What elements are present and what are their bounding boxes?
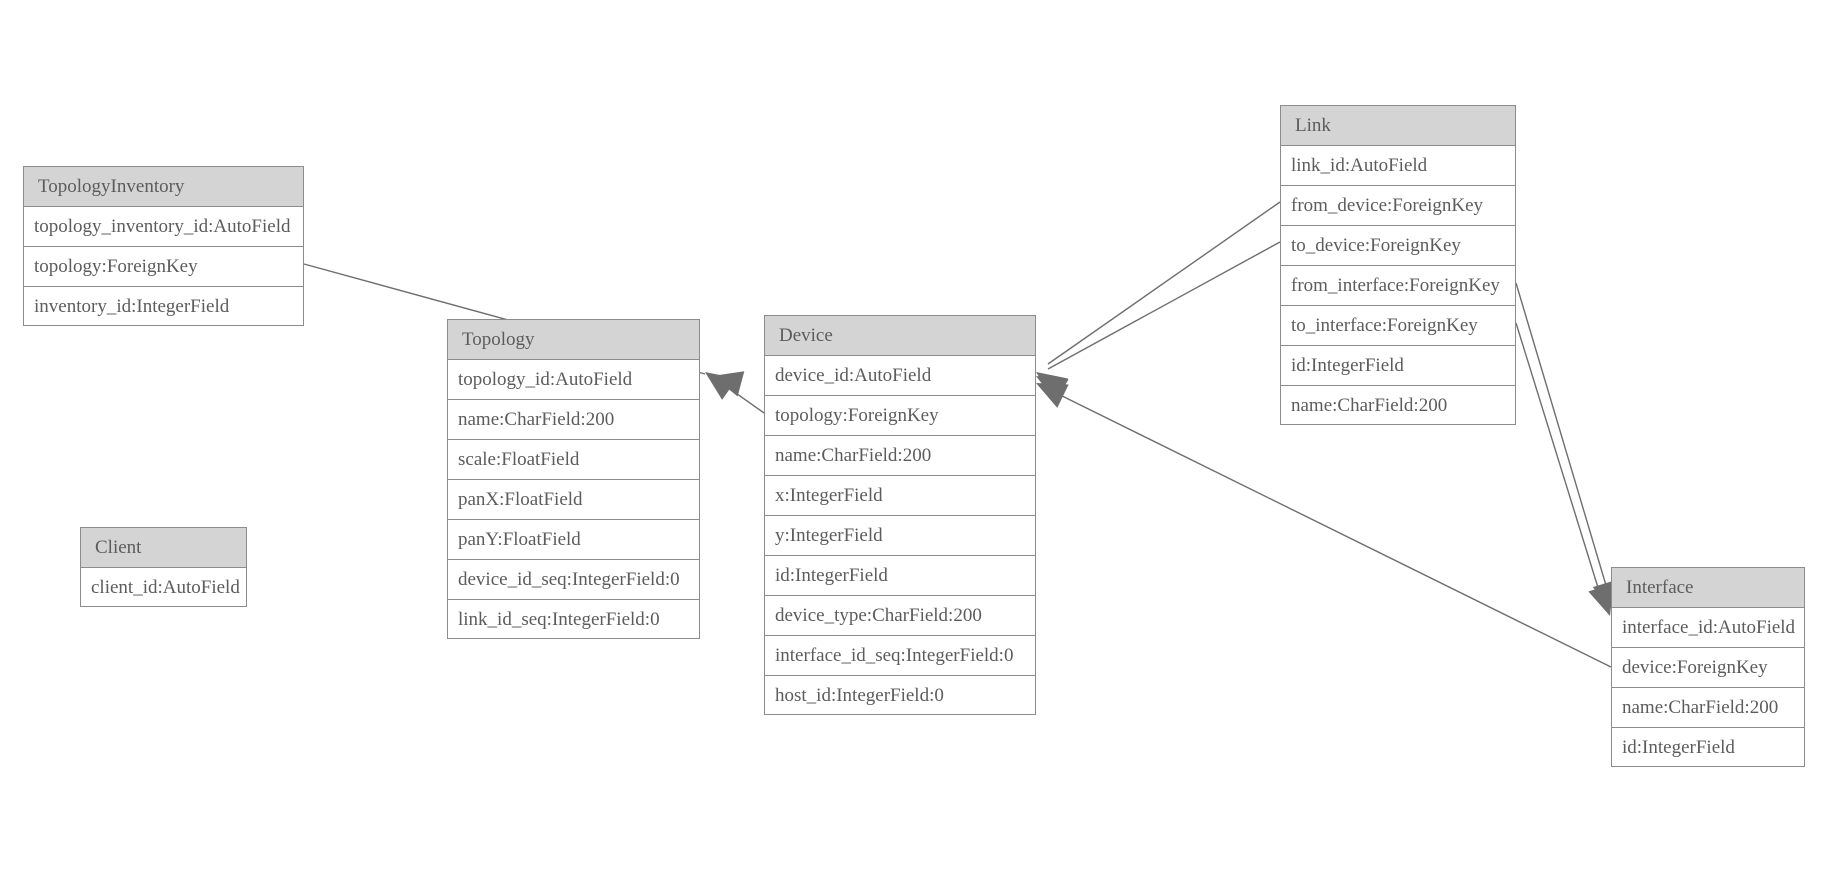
entity-field: device:ForeignKey [1612,648,1804,688]
entity-field: from_interface:ForeignKey [1281,266,1515,306]
relationship-line [715,378,765,414]
entity-field: link_id:AutoField [1281,146,1515,186]
entity-field: panY:FloatField [448,520,699,560]
entity-title-topology: Topology [448,320,699,360]
entity-field: y:IntegerField [765,516,1035,556]
entity-title-client: Client [81,528,246,568]
entity-title-interface: Interface [1612,568,1804,608]
entity-field: name:CharField:200 [1612,688,1804,728]
entity-title-link: Link [1281,106,1515,146]
relationship-device-topology [705,372,765,414]
entity-field: id:IntegerField [1281,346,1515,386]
entity-field: link_id_seq:IntegerField:0 [458,609,660,630]
relationship-line [1047,201,1281,365]
relationship-line [1515,322,1601,595]
entity-field: topology:ForeignKey [765,396,1035,436]
relationship-link-tointerface-interface [1515,322,1614,616]
entity-field: device_type:CharField:200 [765,596,1035,636]
entity-field: topology:ForeignKey [24,247,303,287]
entity-field: host_id:IntegerField:0 [775,685,944,706]
entity-field: topology_id:AutoField [448,360,699,400]
entity-field: interface_id_seq:IntegerField:0 [765,636,1035,676]
relationship-line [1515,282,1609,593]
entity-client[interactable]: Client client_id:AutoField [80,527,247,607]
relationship-line [1047,241,1281,370]
entity-field: scale:FloatField [448,440,699,480]
relationship-link-todevice-device [1036,241,1281,402]
entity-field: device_id:AutoField [765,356,1035,396]
relationship-line [1049,389,1612,668]
entity-field: interface_id:AutoField [1612,608,1804,648]
relationship-arrowhead-icon [1036,383,1069,408]
entity-field: name:CharField:200 [765,436,1035,476]
entity-field: to_interface:ForeignKey [1281,306,1515,346]
relationship-link-frominterface-interface [1515,282,1618,612]
entity-field: to_device:ForeignKey [1281,226,1515,266]
entity-field: topology_inventory_id:AutoField [24,207,303,247]
entity-field: name:CharField:200 [448,400,699,440]
relationship-arrowhead-icon [712,371,745,397]
entity-field: x:IntegerField [765,476,1035,516]
entity-field: device_id_seq:IntegerField:0 [448,560,699,600]
relationship-link-fromdevice-device [1036,201,1281,400]
entity-field: inventory_id:IntegerField [34,296,230,317]
entity-title-device: Device [765,316,1035,356]
entity-field: from_device:ForeignKey [1281,186,1515,226]
entity-title-topology_inventory: TopologyInventory [24,167,303,207]
entity-field: panX:FloatField [448,480,699,520]
entity-field: client_id:AutoField [91,577,240,598]
entity-field: id:IntegerField [1622,737,1735,758]
entity-field: id:IntegerField [765,556,1035,596]
entity-field: name:CharField:200 [1291,395,1448,416]
relationship-arrowhead-icon [705,372,738,400]
